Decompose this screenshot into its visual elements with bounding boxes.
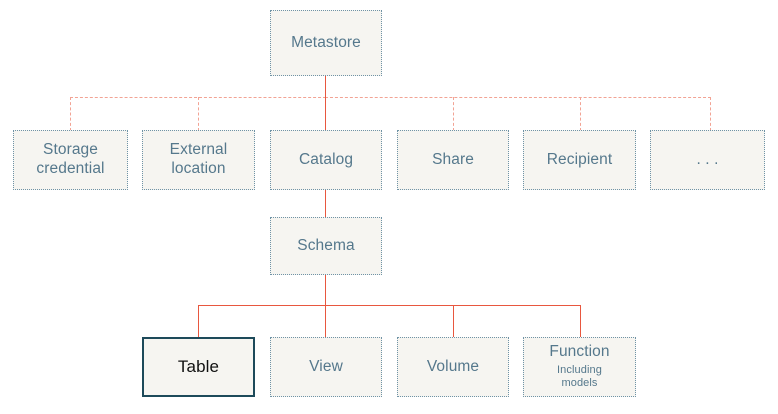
edge-schema-to-bus	[325, 275, 326, 306]
node-storage-credential-label: Storage credential	[36, 141, 105, 177]
node-view-label: View	[309, 357, 343, 375]
node-share[interactable]: Share	[397, 130, 509, 190]
edge-securables-bus	[198, 305, 581, 306]
node-function[interactable]: Function Including models	[523, 337, 636, 397]
node-recipient[interactable]: Recipient	[523, 130, 636, 190]
edge-catalog-to-schema	[325, 190, 326, 218]
node-schema[interactable]: Schema	[270, 217, 382, 275]
edge-bus-to-external-location	[198, 97, 199, 131]
edge-bus-to-catalog	[325, 97, 326, 131]
node-more-label: . . .	[696, 150, 719, 168]
node-table-label: Table	[177, 356, 220, 376]
edge-bus-to-storage-credential	[70, 97, 71, 131]
node-volume[interactable]: Volume	[397, 337, 509, 397]
edge-metastore-to-bus	[325, 76, 326, 98]
node-more[interactable]: . . .	[650, 130, 765, 190]
node-recipient-label: Recipient	[546, 150, 613, 168]
edge-bus-right	[325, 97, 711, 98]
node-catalog[interactable]: Catalog	[270, 130, 382, 190]
node-metastore-label: Metastore	[291, 33, 361, 51]
node-schema-label: Schema	[297, 236, 355, 254]
edge-bus-to-view	[325, 305, 326, 338]
node-function-label: Function	[549, 343, 610, 361]
node-catalog-label: Catalog	[298, 150, 354, 168]
edge-bus-to-share	[453, 97, 454, 131]
node-share-label: Share	[432, 150, 474, 168]
node-function-sublabel: Including models	[557, 364, 602, 390]
edge-bus-to-table	[198, 305, 199, 338]
node-storage-credential[interactable]: Storage credential	[13, 130, 128, 190]
edge-bus-to-function	[580, 305, 581, 338]
edge-bus-to-volume	[453, 305, 454, 338]
node-view[interactable]: View	[270, 337, 382, 397]
node-table[interactable]: Table	[142, 337, 255, 397]
node-metastore[interactable]: Metastore	[270, 10, 382, 76]
node-external-location-label: External location	[169, 141, 228, 177]
node-volume-label: Volume	[426, 357, 480, 375]
edge-bus-to-recipient	[580, 97, 581, 131]
edge-bus-to-more	[710, 97, 711, 131]
node-external-location[interactable]: External location	[142, 130, 255, 190]
